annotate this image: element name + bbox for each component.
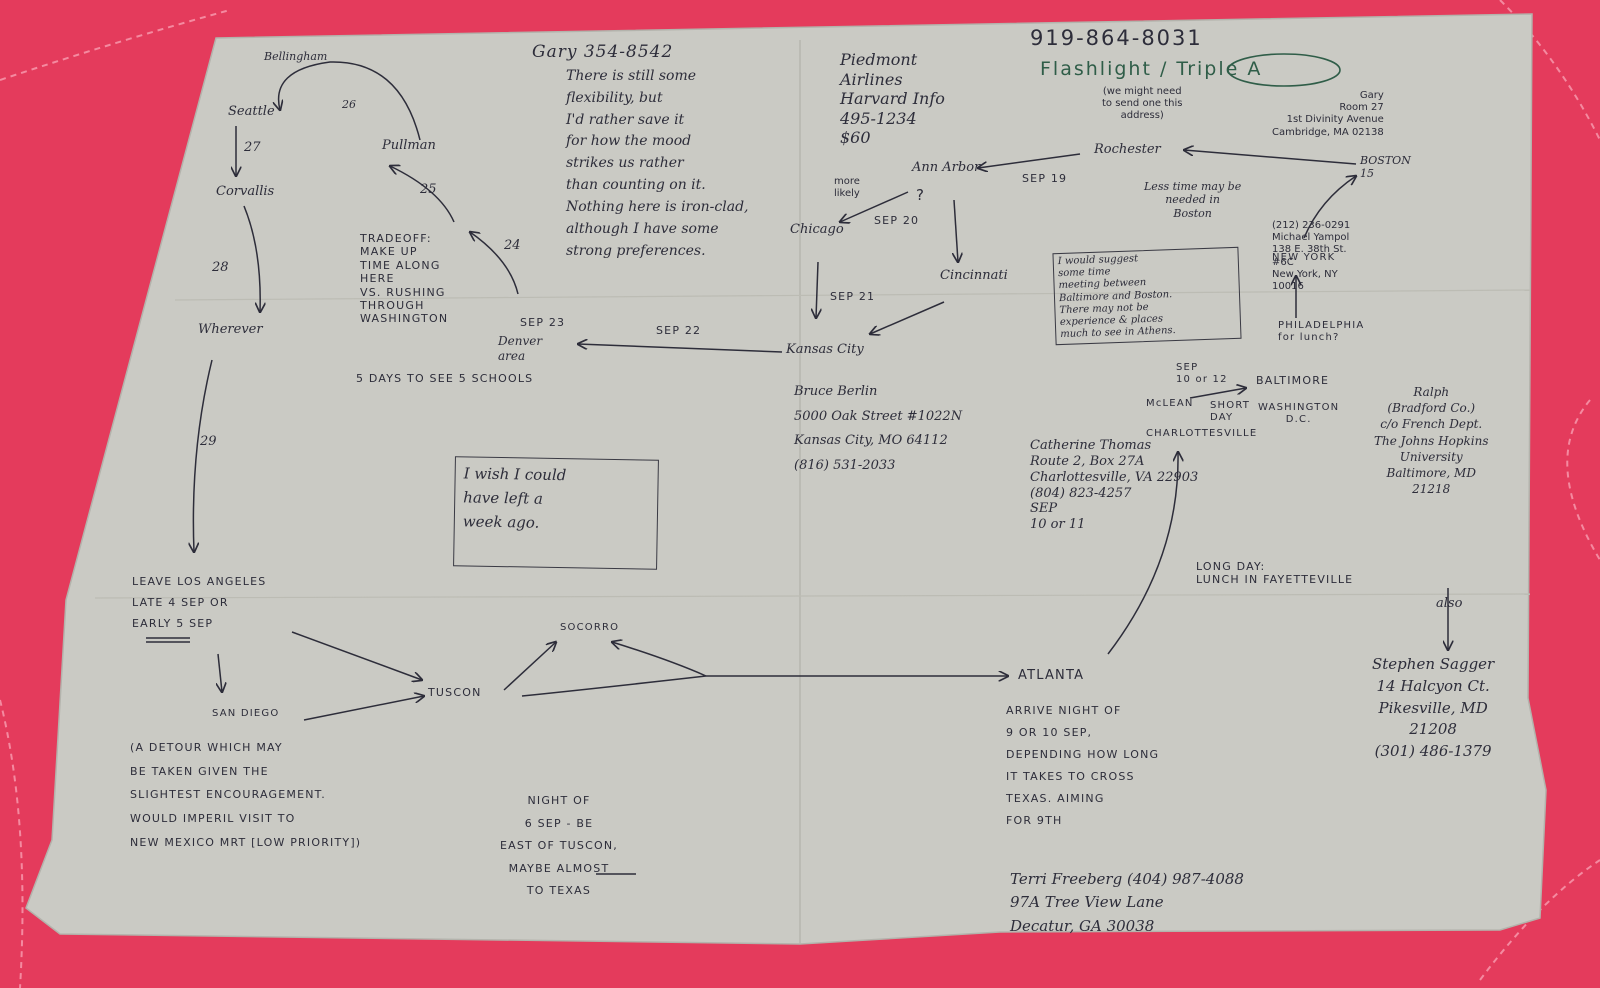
michael-yampol-address: (212) 236-0291 Michael Yampol 138 E. 38t…: [1272, 220, 1351, 292]
stephen-address: Stephen Sagger 14 Halcyon Ct. Pikesville…: [1372, 655, 1495, 760]
question-mark: ?: [916, 186, 924, 204]
place-cincinnati: Cincinnati: [940, 268, 1008, 283]
also-note: also: [1436, 596, 1463, 611]
five-days-note: 5 DAYS TO SEE 5 SCHOOLS: [356, 372, 534, 385]
short-day-note: SHORT DAY: [1210, 400, 1251, 424]
place-charlottesville: CHARLOTTESVILLE: [1146, 428, 1258, 439]
place-atlanta: ATLANTA: [1018, 668, 1085, 683]
wish-note-box: I wish I could have left a week ago.: [453, 456, 659, 570]
place-tuscon: TUSCON: [428, 686, 482, 699]
piedmont-airlines: Piedmont Airlines Harvard Info 495-1234 …: [840, 50, 945, 148]
place-kansas-city: Kansas City: [786, 342, 864, 357]
less-time-note: Less time may be needed in Boston: [1144, 180, 1242, 220]
label-26: 26: [342, 98, 356, 111]
label-29: 29: [200, 434, 217, 449]
flashlight-triple-a: Flashlight / Triple A: [1040, 58, 1263, 80]
long-day-note: LONG DAY: LUNCH IN FAYETTEVILLE: [1196, 560, 1354, 587]
catherine-thomas-address: Catherine Thomas Route 2, Box 27A Charlo…: [1030, 438, 1199, 533]
place-san-diego: SAN DIEGO: [212, 708, 280, 719]
paper-fold-upper: [174, 289, 1531, 301]
sep-10-12: SEP 10 or 12: [1176, 362, 1228, 386]
phone-919: 919-864-8031: [1030, 26, 1203, 50]
label-27: 27: [244, 140, 261, 155]
leave-la-note: LEAVE LOS ANGELES LATE 4 SEP OR EARLY 5 …: [132, 575, 267, 630]
atlanta-arrive-note: ARRIVE NIGHT OF 9 OR 10 SEP, DEPENDING H…: [1006, 704, 1160, 827]
suggest-note-box: I would suggest some time meeting betwee…: [1052, 246, 1242, 346]
place-rochester: Rochester: [1094, 142, 1161, 157]
place-pullman: Pullman: [382, 138, 436, 153]
label-24: 24: [504, 238, 521, 253]
night-of-note: NIGHT OF 6 SEP - BE EAST OF TUSCON, MAYB…: [500, 794, 618, 898]
place-washington: WASHINGTON D.C.: [1258, 402, 1340, 426]
ralph-address: Ralph (Bradford Co.) c/o French Dept. Th…: [1374, 385, 1489, 497]
terri-freeberg-address: Terri Freeberg (404) 987-4088 97A Tree V…: [1010, 870, 1244, 935]
place-new-york: NEW YORK: [1272, 252, 1336, 263]
label-25: 25: [420, 182, 437, 197]
place-denver: Denver area: [498, 334, 543, 363]
philadelphia-note: PHILADELPHIA for lunch?: [1278, 320, 1365, 344]
place-socorro: SOCORRO: [560, 622, 620, 633]
paper-fold-lower: [94, 593, 1531, 599]
more-likely-note: more likely: [834, 176, 860, 200]
label-sep-23: SEP 23: [520, 316, 566, 329]
place-seattle: Seattle: [228, 104, 275, 119]
tradeoff-note: TRADEOFF: MAKE UP TIME ALONG HERE VS. RU…: [360, 232, 449, 326]
label-sep-22: SEP 22: [656, 324, 702, 337]
detour-note: (A DETOUR WHICH MAY BE TAKEN GIVEN THE S…: [130, 741, 362, 849]
label-sep-21: SEP 21: [830, 290, 876, 303]
label-28: 28: [212, 260, 229, 275]
place-ann-arbor: Ann Arbor: [912, 160, 981, 175]
gary-room-address: Gary Room 27 1st Divinity Avenue Cambrid…: [1272, 90, 1384, 138]
place-boston: BOSTON 15: [1360, 154, 1411, 181]
place-bellingham: Bellingham: [264, 50, 328, 63]
place-chicago: Chicago: [790, 222, 844, 237]
label-sep-20: SEP 20: [874, 214, 920, 227]
label-sep-19: SEP 19: [1022, 172, 1068, 185]
place-baltimore: BALTIMORE: [1256, 374, 1330, 387]
place-mclean: McLEAN: [1146, 398, 1194, 409]
flexibility-note: There is still some flexibility, but I'd…: [566, 68, 749, 259]
gary-phone: Gary 354-8542: [532, 42, 674, 62]
place-corvallis: Corvallis: [216, 184, 275, 199]
address-needed-note: (we might need to send one this address): [1102, 86, 1183, 122]
place-wherever: Wherever: [198, 322, 263, 337]
bruce-berlin-address: Bruce Berlin 5000 Oak Street #1022N Kans…: [794, 384, 963, 474]
